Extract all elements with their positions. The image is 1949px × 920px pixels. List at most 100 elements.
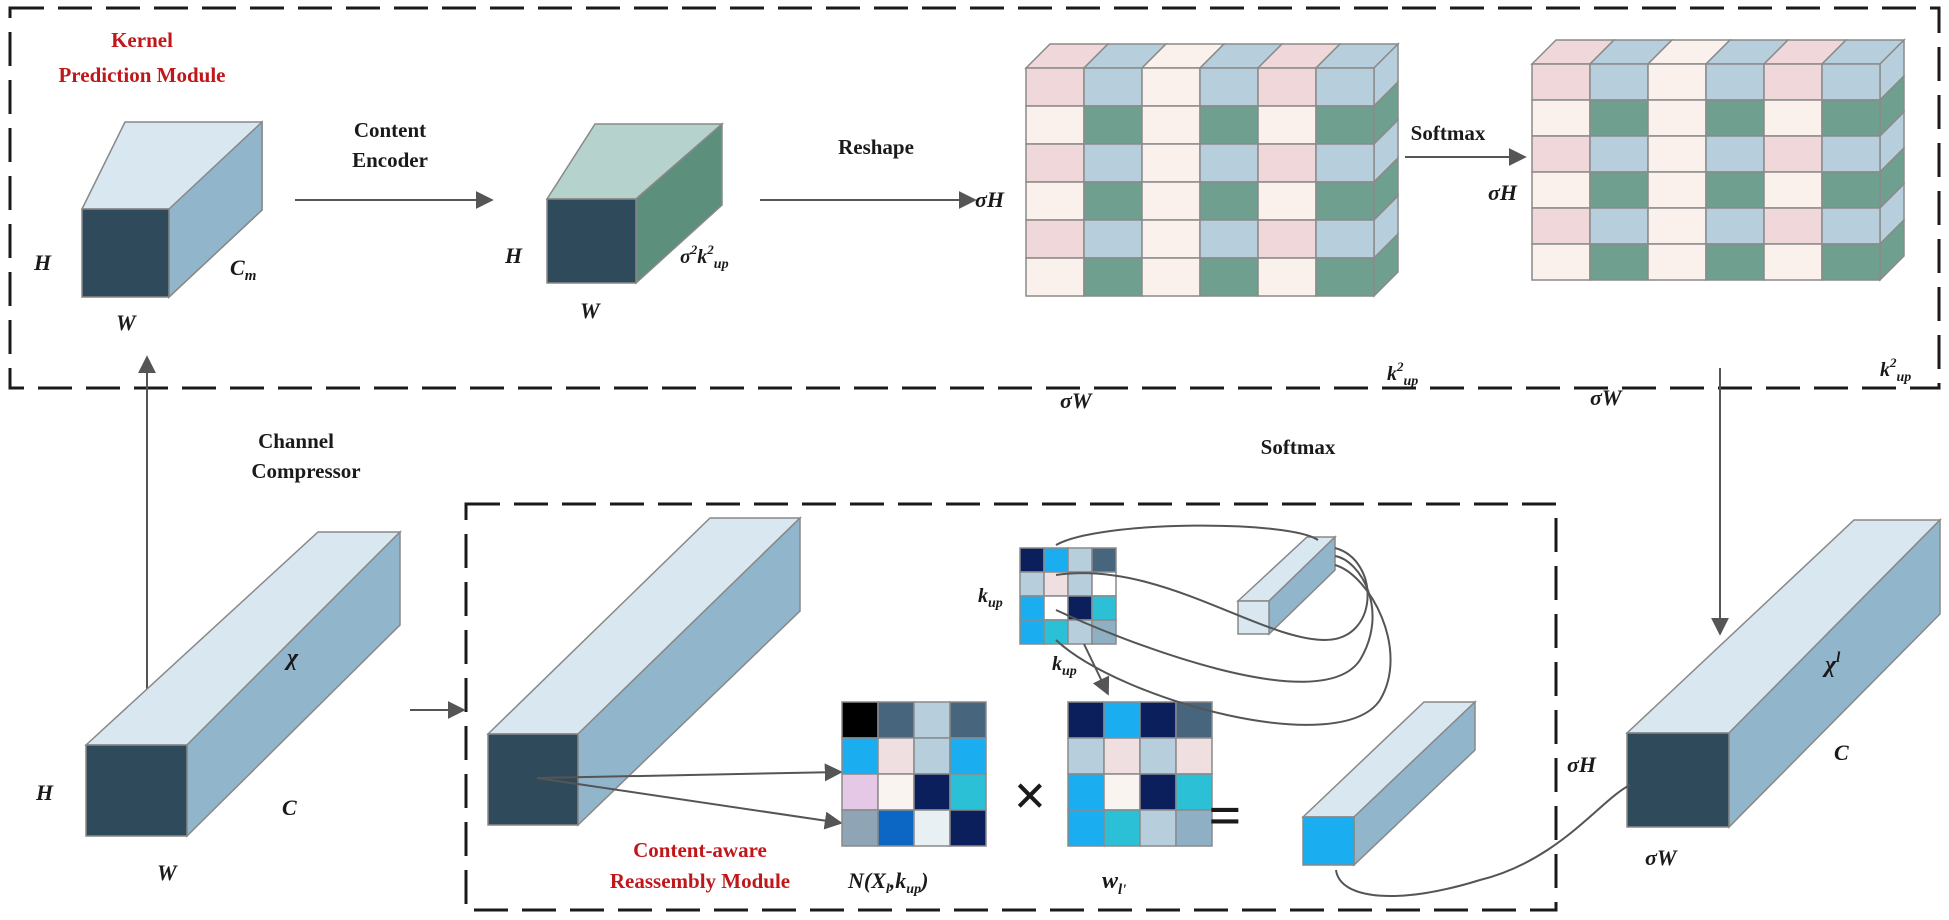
neighborhood-cell	[877, 737, 915, 775]
reshape-grid-cell	[1199, 219, 1259, 259]
kpm-title-line2: Prediction Module	[58, 63, 225, 87]
reshape-grid-cell	[1257, 67, 1317, 107]
reshape-grid-cell	[1083, 143, 1143, 183]
softmax-grid-cell	[1589, 135, 1649, 173]
softmax-grid-cell	[1763, 243, 1823, 281]
dim-w-cube2: W	[580, 298, 601, 323]
kernel-weight-cell	[1067, 809, 1105, 847]
reshape-grid-cell	[1257, 257, 1317, 297]
softmax-grid-cell	[1705, 207, 1765, 245]
kernel-prediction-module-box	[8, 6, 1941, 390]
label-w-l-prime: wl'	[1102, 868, 1126, 898]
neighborhood-cell	[877, 701, 915, 739]
reshaped-kernel-grid	[1024, 42, 1400, 298]
dim-k2up-grid1: k2up	[1387, 359, 1418, 389]
neighborhood-cell	[877, 773, 915, 811]
softmax-grid-cell	[1531, 243, 1591, 281]
reshape-grid-cell	[1083, 257, 1143, 297]
reshape-grid-cell	[1141, 105, 1201, 145]
softmax-grid-cell	[1589, 243, 1649, 281]
compressed-feature-cube	[80, 120, 264, 299]
reshape-grid-cell	[1257, 105, 1317, 145]
content-encoder-label-2: Encoder	[352, 148, 428, 172]
reshape-grid-cell	[1025, 67, 1085, 107]
upsample-kernel-cell	[1019, 547, 1045, 573]
neighborhood-cell	[913, 737, 951, 775]
softmax-grid-cell	[1531, 207, 1591, 245]
softmax-grid-cell	[1821, 171, 1881, 209]
upsample-kernel-grid	[1019, 547, 1117, 645]
softmax-grid-cell	[1589, 63, 1649, 101]
cara-title-line2: Reassembly Module	[610, 869, 790, 893]
reshape-grid-cell	[1141, 181, 1201, 221]
neighborhood-cell	[841, 773, 879, 811]
dim-w-input: W	[157, 860, 178, 885]
reshape-grid-cell	[1141, 257, 1201, 297]
reshape-grid-cell	[1315, 143, 1375, 183]
upsample-kernel-cell	[1043, 547, 1069, 573]
upsample-kernel-cell	[1091, 547, 1117, 573]
softmax-grid-cell	[1647, 99, 1707, 137]
kernel-weight-grid	[1067, 701, 1213, 847]
upsample-kernel-cell	[1019, 595, 1045, 621]
softmax-grid-cell	[1705, 63, 1765, 101]
reshape-grid-cell	[1083, 181, 1143, 221]
kernel-weight-cell	[1103, 809, 1141, 847]
upsample-kernel-cell	[1019, 571, 1045, 597]
upsample-kernel-cell	[1019, 619, 1045, 645]
neighborhood-cell	[913, 701, 951, 739]
reshape-grid-cell	[1083, 67, 1143, 107]
softmax-label-bottom: Softmax	[1261, 435, 1336, 459]
neighborhood-cell	[841, 809, 879, 847]
dim-kup-bottom: kup	[1052, 653, 1077, 679]
softmax-grid-cell	[1821, 207, 1881, 245]
softmax-label-top: Softmax	[1411, 121, 1486, 145]
dim-kup-left: kup	[978, 585, 1003, 611]
kernel-weight-cell	[1103, 701, 1141, 739]
dim-c-output: C	[1834, 740, 1849, 765]
cara-title-line1: Content-aware	[633, 838, 767, 862]
reshape-grid-cell	[1083, 105, 1143, 145]
channel-compressor-label-2: Compressor	[251, 459, 360, 483]
neighborhood-cell	[877, 809, 915, 847]
multiply-sign: ×	[1013, 763, 1046, 828]
output-pixel-cube	[1301, 700, 1477, 867]
dim-h-cube2: H	[504, 243, 523, 268]
upsample-kernel-cell	[1067, 547, 1093, 573]
neighborhood-grid	[841, 701, 987, 847]
dim-w-cube1: W	[116, 310, 137, 335]
input-feature-cube	[84, 530, 402, 838]
content-aware-reassembly-module-box	[464, 502, 1558, 912]
dim-sigma2k-cube2: σ2k2up	[680, 242, 729, 272]
reshape-grid-cell	[1025, 105, 1085, 145]
kernel-weight-cell	[1067, 701, 1105, 739]
dim-chi-l: χl	[1822, 650, 1841, 678]
dim-cm-cube1: Cm	[230, 255, 256, 284]
upsample-kernel-cell	[1067, 619, 1093, 645]
output-feature-cube	[1625, 518, 1942, 829]
kernel-weight-cell	[1139, 701, 1177, 739]
softmax-grid-cell	[1821, 99, 1881, 137]
softmax-grid-cell	[1763, 63, 1823, 101]
kernel-weight-cell	[1103, 773, 1141, 811]
reshape-grid-cell	[1199, 67, 1259, 107]
kernel-weight-cell	[1103, 737, 1141, 775]
softmax-grid-cell	[1589, 207, 1649, 245]
content-encoder-label-1: Content	[354, 118, 426, 142]
label-n-xl-kup: N(Xl,kup)	[847, 868, 928, 897]
softmax-grid-cell	[1821, 135, 1881, 173]
softmax-grid-cell	[1531, 99, 1591, 137]
kpm-title-line1: Kernel	[111, 28, 173, 52]
reassembly-input-cube	[486, 516, 802, 827]
softmax-grid-cell	[1705, 171, 1765, 209]
channel-compressor-label-1: Channel	[258, 429, 334, 453]
neighborhood-cell	[841, 737, 879, 775]
softmax-grid-cell	[1763, 207, 1823, 245]
reshape-grid-cell	[1025, 143, 1085, 183]
dim-sigmah-grid2: σH	[1488, 180, 1518, 205]
reshape-grid-cell	[1199, 257, 1259, 297]
softmax-grid-cell	[1647, 63, 1707, 101]
softmax-grid-cell	[1763, 135, 1823, 173]
softmax-grid-cell	[1821, 243, 1881, 281]
